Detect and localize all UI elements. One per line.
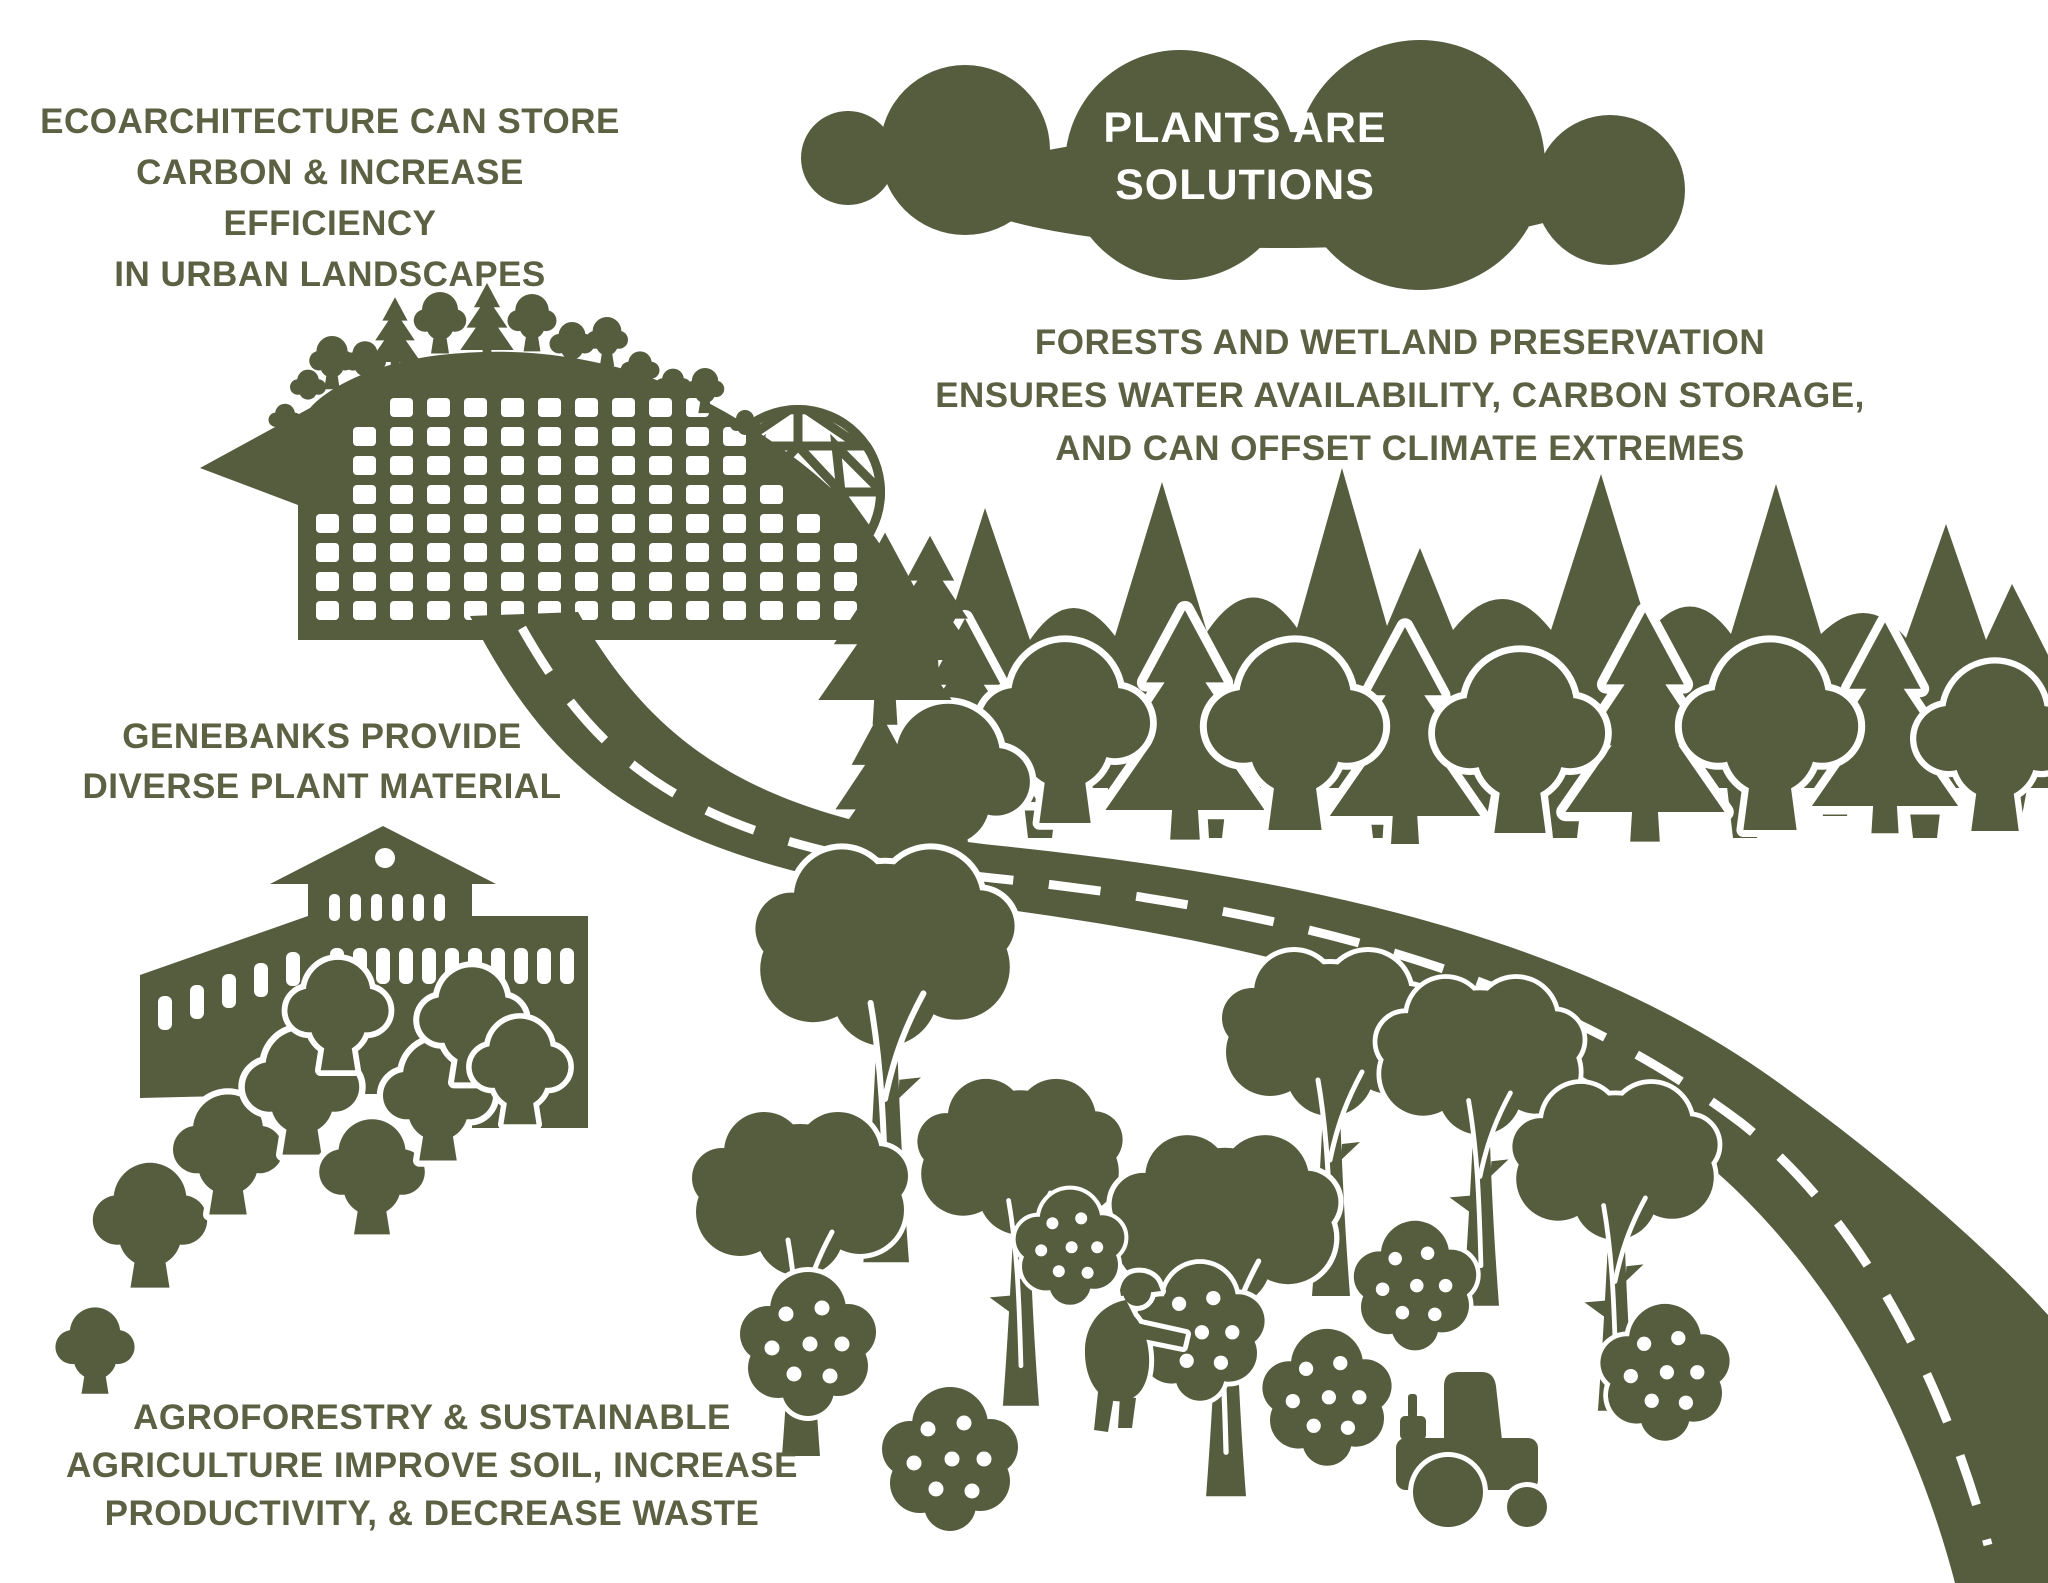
caption-line: PRODUCTIVITY, & DECREASE WASTE <box>104 1494 760 1533</box>
orchard-trees <box>50 954 574 1399</box>
caption-genebanks: GENEBANKS PROVIDE DIVERSE PLANT MATERIAL <box>62 712 582 812</box>
caption-line: DIVERSE PLANT MATERIAL <box>82 767 562 806</box>
agroforestry-trees <box>687 843 1723 1502</box>
caption-line: FORESTS AND WETLAND PRESERVATION <box>1034 323 1766 362</box>
title-cloud-text: PLANTS ARE SOLUTIONS <box>985 100 1505 214</box>
forest-band <box>859 468 2048 885</box>
title-cloud <box>801 40 1685 290</box>
caption-line: AGRICULTURE IMPROVE SOIL, INCREASE <box>66 1446 798 1485</box>
caption-line: CARBON & INCREASE EFFICIENCY <box>136 153 524 243</box>
caption-ecoarchitecture: ECOARCHITECTURE CAN STORE CARBON & INCRE… <box>30 96 630 300</box>
caption-line: AND CAN OFFSET CLIMATE EXTREMES <box>1055 429 1745 468</box>
title-line: SOLUTIONS <box>1115 161 1375 209</box>
caption-line: GENEBANKS PROVIDE <box>122 717 522 756</box>
fruit-shrubs <box>735 1185 1735 1536</box>
caption-line: IN URBAN LANDSCAPES <box>114 255 546 294</box>
tractor <box>1391 1367 1552 1532</box>
caption-line: ENSURES WATER AVAILABILITY, CARBON STORA… <box>935 376 1865 415</box>
caption-forests-wetlands: FORESTS AND WETLAND PRESERVATION ENSURES… <box>900 316 1900 475</box>
farmer <box>1079 1267 1191 1437</box>
caption-line: AGROFORESTRY & SUSTAINABLE <box>133 1398 731 1437</box>
caption-line: ECOARCHITECTURE CAN STORE <box>40 102 620 141</box>
caption-agroforestry: AGROFORESTRY & SUSTAINABLE AGRICULTURE I… <box>52 1394 812 1538</box>
title-line: PLANTS ARE <box>1103 104 1387 152</box>
